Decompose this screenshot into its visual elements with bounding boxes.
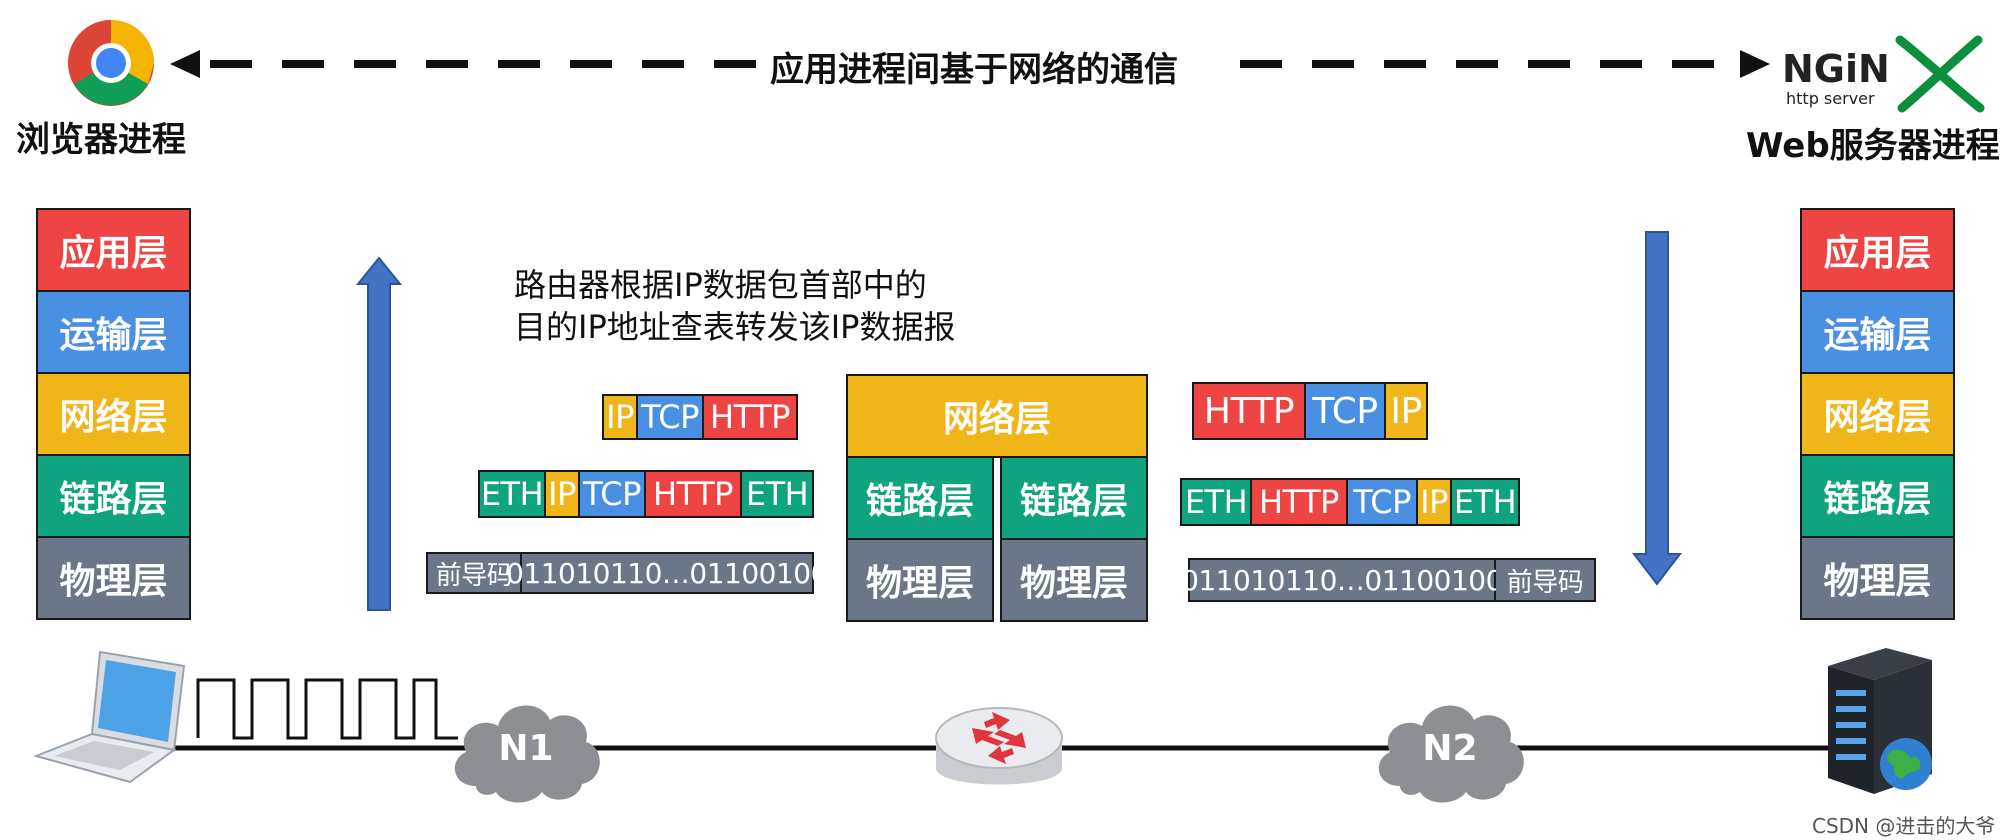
- packet-seg-ip: IP: [604, 396, 638, 438]
- left-process-label: 浏览器进程: [16, 120, 186, 160]
- right-layer-application: 应用层: [1800, 208, 1955, 292]
- router-layer-physical-right: 物理层: [1000, 538, 1148, 622]
- packet-seg-http: HTTP: [704, 396, 796, 438]
- cloud-n1: N1: [446, 690, 606, 806]
- frame-seg-http: HTTP: [646, 472, 742, 516]
- signal-waveform: [196, 678, 458, 740]
- bitstream-preamble: 前导码: [428, 554, 522, 592]
- right-ip-packet: HTTP TCP IP: [1192, 382, 1428, 440]
- left-layer-physical: 物理层: [36, 536, 191, 620]
- cloud-n2: N2: [1370, 690, 1530, 806]
- right-layer-network: 网络层: [1800, 372, 1955, 456]
- router-note: 路由器根据IP数据包首部中的 目的IP地址查表转发该IP数据报: [514, 264, 955, 348]
- bitstream-bits: 011010110…01100100: [506, 554, 828, 592]
- left-ip-packet: IP TCP HTTP: [602, 394, 798, 440]
- frame-seg-eth-header: ETH: [480, 472, 546, 516]
- right-bitstream: 011010110…01100100 前导码: [1181, 558, 1596, 602]
- left-bitstream: 前导码 011010110…01100100: [426, 552, 828, 594]
- router-layer-link-right: 链路层: [1000, 456, 1148, 540]
- nginx-logo: NGiN http server: [1780, 34, 1986, 114]
- frame-seg-ip: IP: [1418, 480, 1452, 524]
- frame-seg-eth-header: ETH: [1182, 480, 1252, 524]
- laptop-icon: [32, 646, 190, 786]
- cloud-n1-label: N1: [498, 727, 554, 769]
- left-frame: ETH IP TCP HTTP ETH: [478, 470, 814, 518]
- server-icon: [1822, 646, 1942, 796]
- upward-arrow: [356, 256, 402, 611]
- left-layer-application: 应用层: [36, 208, 191, 292]
- router-note-line-1: 路由器根据IP数据包首部中的: [514, 266, 927, 304]
- right-layer-transport: 运输层: [1800, 290, 1955, 374]
- bitstream-bits: 011010110…01100100: [1181, 560, 1503, 600]
- right-layer-physical: 物理层: [1800, 536, 1955, 620]
- right-frame: ETH HTTP TCP IP ETH: [1180, 478, 1520, 526]
- svg-text:NGiN: NGiN: [1782, 47, 1890, 91]
- svg-text:http server: http server: [1786, 89, 1875, 108]
- cloud-n2-label: N2: [1422, 727, 1478, 769]
- frame-seg-tcp: TCP: [1348, 480, 1418, 524]
- frame-seg-http: HTTP: [1252, 480, 1348, 524]
- packet-seg-tcp: TCP: [638, 396, 704, 438]
- cloud-icon: [1378, 705, 1524, 803]
- right-process-label: Web服务器进程: [1746, 126, 2000, 166]
- frame-seg-eth-trailer: ETH: [1452, 480, 1518, 524]
- downward-arrow: [1632, 231, 1682, 586]
- packet-seg-http: HTTP: [1194, 384, 1306, 438]
- left-layer-network: 网络层: [36, 372, 191, 456]
- left-layer-transport: 运输层: [36, 290, 191, 374]
- watermark: CSDN @进击的大爷: [1812, 814, 1996, 838]
- router-note-line-2: 目的IP地址查表转发该IP数据报: [514, 308, 956, 346]
- packet-seg-tcp: TCP: [1306, 384, 1386, 438]
- diagram-title: 应用进程间基于网络的通信: [770, 50, 1178, 90]
- chrome-icon: [66, 18, 156, 108]
- cloud-icon: [454, 705, 600, 803]
- frame-seg-ip: IP: [546, 472, 580, 516]
- router-layer-network: 网络层: [846, 374, 1148, 458]
- bitstream-preamble: 前导码: [1496, 560, 1594, 600]
- dashed-double-arrow: [170, 50, 1770, 78]
- frame-seg-eth-trailer: ETH: [742, 472, 812, 516]
- packet-seg-ip: IP: [1386, 384, 1426, 438]
- right-layer-link: 链路层: [1800, 454, 1955, 538]
- left-layer-link: 链路层: [36, 454, 191, 538]
- router-icon: [932, 698, 1066, 802]
- router-layer-link-left: 链路层: [846, 456, 994, 540]
- frame-seg-tcp: TCP: [580, 472, 646, 516]
- router-layer-physical-left: 物理层: [846, 538, 994, 622]
